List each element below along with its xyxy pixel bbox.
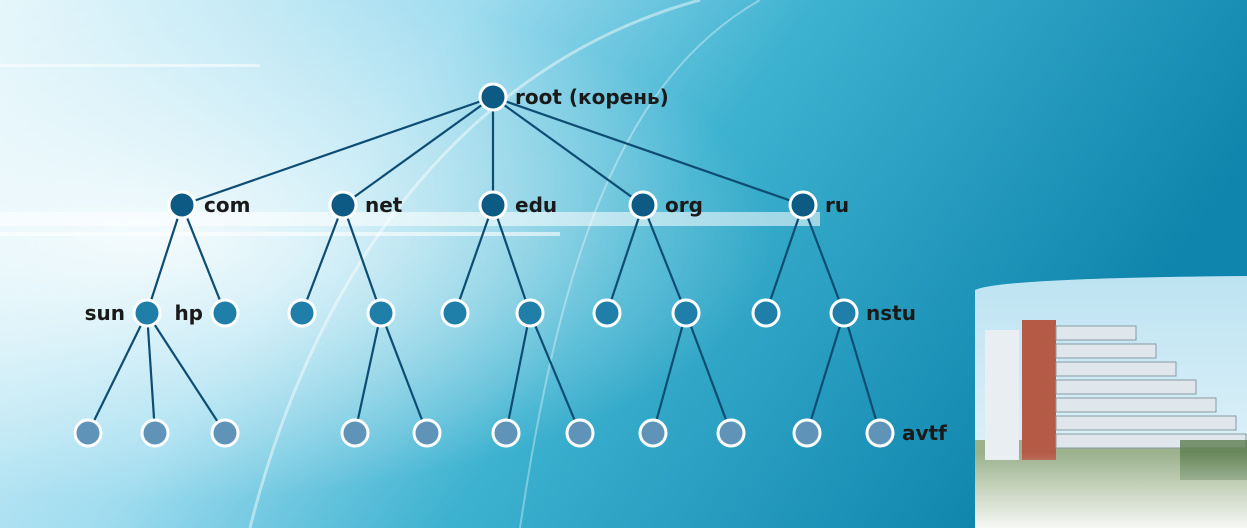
tree-label-org: org xyxy=(665,193,703,217)
tree-edges xyxy=(87,95,882,434)
tree-edge-edu-edu2 xyxy=(491,204,532,314)
tree-edge-ru-ru1 xyxy=(764,204,805,314)
tree-node-avtf xyxy=(865,418,895,448)
tree-edge-nstu-r1 xyxy=(805,312,846,434)
light-streak xyxy=(0,212,820,226)
tree-node-net2 xyxy=(366,298,396,328)
tree-edge-com-sun xyxy=(145,204,184,314)
tree-edge-edu2-e1 xyxy=(504,312,532,434)
tree-label-avtf: avtf xyxy=(902,421,947,445)
tree-edge-net2-n2 xyxy=(379,312,429,434)
light-arc xyxy=(248,0,701,528)
tree-label-root: root (корень) xyxy=(515,85,669,109)
tree-node-org2 xyxy=(671,298,701,328)
tree-edge-sun-s3 xyxy=(146,312,226,434)
tree-node-e2 xyxy=(565,418,595,448)
tree-edge-org2-o2 xyxy=(684,312,733,434)
light-arc xyxy=(519,0,761,528)
tree-node-edu2 xyxy=(515,298,545,328)
tree-node-o1 xyxy=(638,418,668,448)
tree-edge-root-net xyxy=(342,96,494,206)
tree-edge-org-org1 xyxy=(605,204,645,314)
tree-edge-root-org xyxy=(492,96,644,206)
tree-edge-edu2-e2 xyxy=(528,312,582,434)
tree-node-hp xyxy=(210,298,240,328)
tree-edge-sun-s1 xyxy=(87,312,148,434)
tree-label-sun: sun xyxy=(85,301,125,325)
tree-edge-org-org2 xyxy=(641,204,688,314)
tree-node-ru xyxy=(788,190,818,220)
tree-node-root xyxy=(478,82,508,112)
tree-edge-net-net1 xyxy=(300,204,345,314)
tree-edge-net-net2 xyxy=(341,204,383,314)
tree-label-hp: hp xyxy=(174,301,203,325)
tree-node-net xyxy=(328,190,358,220)
building-photo xyxy=(975,276,1247,528)
tree-node-ru1 xyxy=(751,298,781,328)
tree-edge-sun-s2 xyxy=(145,312,157,434)
tree-edge-edu-edu1 xyxy=(453,204,495,314)
tree-label-com: com xyxy=(204,193,250,217)
tree-edge-net2-n1 xyxy=(353,312,383,434)
tree-edge-ru-nstu xyxy=(801,204,846,314)
tree-node-o2 xyxy=(716,418,746,448)
tree-node-s1 xyxy=(73,418,103,448)
tree-node-com xyxy=(167,190,197,220)
tree-node-sun xyxy=(132,298,162,328)
light-streak xyxy=(0,232,560,236)
tree-node-n1 xyxy=(340,418,370,448)
tree-node-org1 xyxy=(592,298,622,328)
tree-label-net: net xyxy=(365,193,403,217)
tree-label-ru: ru xyxy=(825,193,849,217)
tree-edge-root-com xyxy=(181,95,494,207)
tree-node-s3 xyxy=(210,418,240,448)
light-streak xyxy=(0,64,260,67)
tree-node-s2 xyxy=(140,418,170,448)
tree-node-net1 xyxy=(287,298,317,328)
tree-edge-root-ru xyxy=(492,95,804,207)
tree-nodes xyxy=(73,82,895,448)
tree-edge-com-hp xyxy=(180,204,227,314)
tree-node-r1 xyxy=(792,418,822,448)
tree-node-org xyxy=(628,190,658,220)
tree-labels: root (корень) com net edu org ru sun hp nstu avtf xyxy=(85,85,947,445)
tree-node-edu1 xyxy=(440,298,470,328)
tree-label-edu: edu xyxy=(515,193,557,217)
tree-label-nstu: nstu xyxy=(866,301,916,325)
tree-node-nstu xyxy=(829,298,859,328)
tree-node-edu xyxy=(478,190,508,220)
tree-node-n2 xyxy=(412,418,442,448)
tree-node-e1 xyxy=(491,418,521,448)
tree-edge-org2-o1 xyxy=(651,312,688,434)
tree-edge-nstu-avtf xyxy=(842,312,882,434)
